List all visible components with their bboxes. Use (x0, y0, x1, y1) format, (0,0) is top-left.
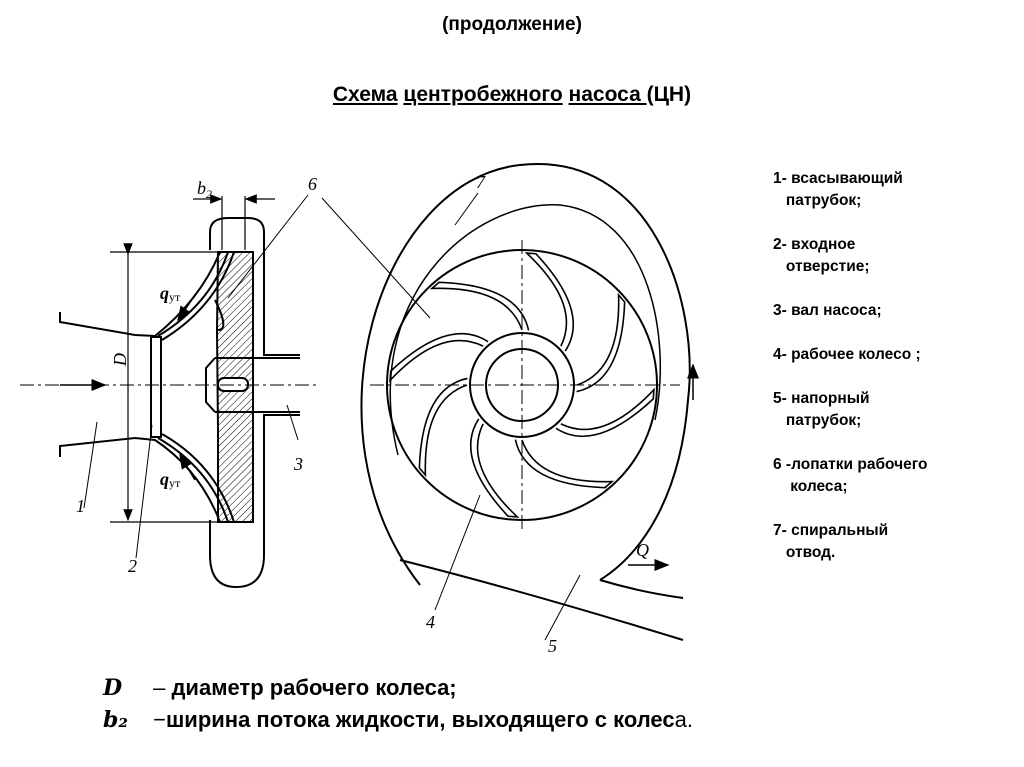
label-2: 2 (128, 556, 137, 576)
discharge-pipe-bottom (399, 559, 684, 641)
impeller-blade (514, 439, 615, 489)
legend-list: 1- всасывающий патрубок; 2- входное отве… (773, 168, 927, 564)
label-3: 3 (293, 454, 303, 474)
label-7: 7 (476, 172, 486, 192)
label-D: D (110, 353, 130, 367)
impeller-blade (418, 377, 468, 478)
label-q-bottom: qут (160, 469, 181, 490)
inlet-eye (150, 336, 162, 438)
impeller-blade (389, 333, 489, 383)
impeller-blade (470, 418, 520, 518)
impeller-blade (555, 387, 655, 437)
title-word: Схема (332, 83, 398, 106)
impeller-blades (389, 252, 655, 518)
casing-bottom (209, 414, 300, 589)
side-section-view (20, 194, 320, 589)
slide-subtitle: (продолжение) (442, 14, 582, 35)
legend-item: 4- рабочее колесо ; (773, 346, 921, 363)
impeller-blade (429, 281, 530, 331)
legend-item: 5- напорный патрубок; (773, 390, 870, 429)
legend-item: 1- всасывающий патрубок; (773, 170, 903, 209)
slide-title: Схема центробежного насоса (ЦН) (0, 83, 1024, 107)
label-6: 6 (308, 174, 317, 194)
definitions: D – диаметр рабочего колеса; b₂ −ширина … (103, 672, 693, 736)
title-word: центробежного (403, 83, 563, 106)
label-Q: Q (636, 540, 649, 560)
title-word: насоса (568, 83, 647, 106)
casing-top (209, 217, 300, 356)
legend-item: 6 -лопатки рабочего колеса; (773, 456, 928, 495)
label-4: 4 (426, 612, 435, 632)
label-q-top: qут (160, 283, 181, 304)
label-5: 5 (548, 636, 557, 656)
legend-item: 3- вал насоса; (773, 302, 882, 319)
legend-item: 7- спиральный отвод. (773, 522, 889, 561)
suction-pipe-top (59, 251, 221, 338)
front-view (321, 162, 699, 641)
title-word: (ЦН) (646, 83, 692, 106)
definition-b2: b₂ −ширина потока жидкости, выходящего с… (103, 707, 693, 733)
impeller-blade (524, 252, 574, 352)
label-b2: b2 (197, 178, 212, 201)
volute-outer (360, 162, 691, 586)
impeller-blade (576, 292, 626, 393)
definition-d: D – диаметр рабочего колеса; (103, 675, 457, 701)
legend-item: 2- входное отверстие; (773, 236, 870, 275)
discharge-pipe-top (599, 579, 684, 599)
label-1: 1 (76, 496, 85, 516)
